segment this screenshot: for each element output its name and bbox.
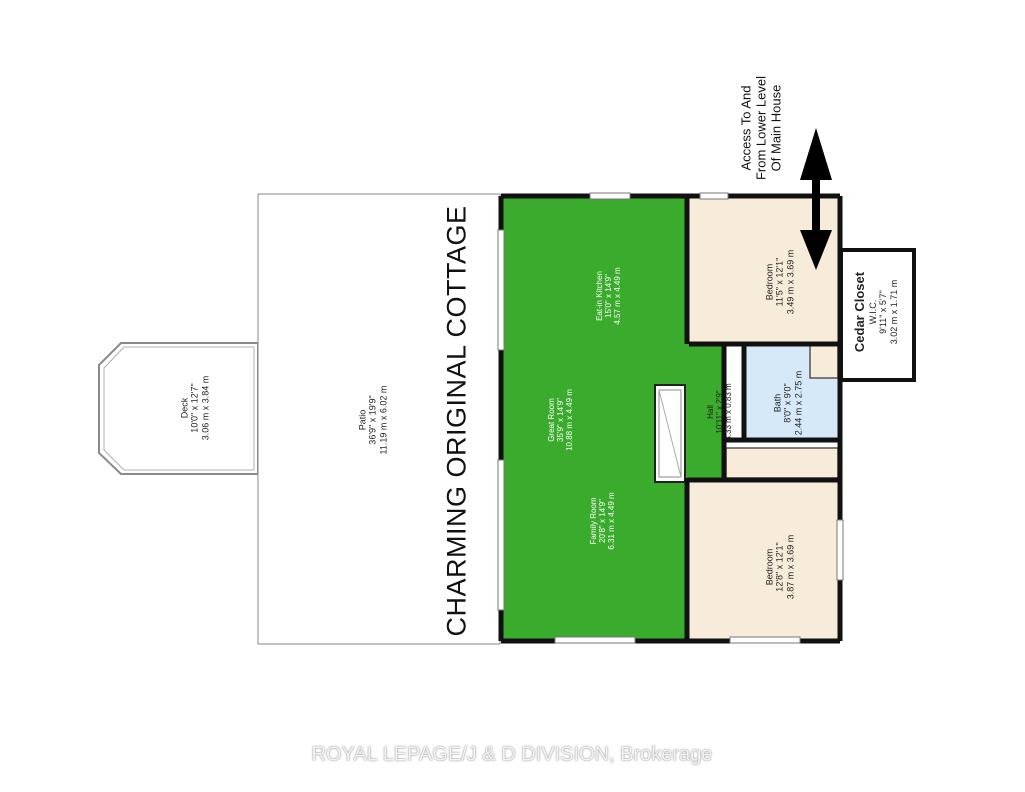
watermark-text: ROYAL LEPAGE/J & D DIVISION, Brokerage bbox=[311, 743, 713, 766]
access-note-line-2: From Lower Level bbox=[753, 75, 769, 181]
bedroom-top-name: Bedroom bbox=[764, 263, 775, 301]
deck-imperial: 10'0" x 12'7" bbox=[189, 383, 200, 433]
bath-imperial: 8'0" x 9'0" bbox=[782, 383, 793, 423]
deck-metric: 3.06 m x 3.84 m bbox=[200, 375, 211, 441]
bedroom-bottom-area bbox=[689, 482, 838, 639]
deck-label: Deck 10'0" x 12'7" 3.06 m x 3.84 m bbox=[179, 376, 210, 441]
access-note-line-3: Of Main House bbox=[768, 84, 784, 172]
access-note-line-1: Access To And bbox=[738, 85, 754, 171]
patio-metric: 11.19 m x 6.02 m bbox=[378, 385, 389, 455]
kitchen-metric: 4.57 m x 4.49 m bbox=[613, 267, 623, 325]
cottage-title-text: CHARMING ORIGINAL COTTAGE bbox=[441, 205, 472, 637]
deck-name: Deck bbox=[179, 397, 190, 419]
patio-name: Patio bbox=[357, 409, 368, 431]
bedroom-bottom-metric: 3.87 m x 3.69 m bbox=[785, 534, 796, 600]
cedar-closet-subname: W.I.C. bbox=[867, 299, 878, 325]
bedroom-bottom-name: Bedroom bbox=[764, 548, 775, 586]
bath-name: Bath bbox=[772, 393, 783, 413]
hall-label: Hall 10'11" x 2'9" 3.33 m x 0.83 m bbox=[706, 383, 734, 440]
bedroom-top-metric: 3.49 m x 3.69 m bbox=[785, 249, 796, 315]
family-room-metric: 6.31 m x 4.49 m bbox=[607, 492, 617, 550]
hall-metric: 3.33 m x 0.83 m bbox=[724, 383, 734, 441]
bedroom-top-label: Bedroom 11'5" x 12'1" 3.49 m x 3.69 m bbox=[764, 250, 795, 315]
patio-label: Patio 36'9" x 19'9" 11.19 m x 6.02 m bbox=[357, 386, 388, 455]
patio-outline bbox=[257, 193, 501, 645]
deck-inner-outline bbox=[103, 346, 255, 471]
cedar-closet-name: Cedar Closet bbox=[852, 271, 868, 353]
kitchen-label: Eat-in Kitchen 15'0" x 14'9" 4.57 m x 4.… bbox=[595, 267, 623, 324]
cedar-closet-area bbox=[839, 248, 916, 382]
bedroom-top-imperial: 11'5" x 12'1" bbox=[774, 257, 785, 307]
family-room-label: Family Room 20'8" x 14'9" 6.31 m x 4.49 … bbox=[589, 492, 617, 549]
access-arrow-icon bbox=[800, 128, 832, 270]
windows bbox=[497, 192, 844, 644]
cedar-closet-metric: 3.02 m x 1.71 m bbox=[888, 279, 899, 345]
hall-name: Hall bbox=[706, 405, 716, 419]
cedar-closet-label: Cedar Closet W.I.C. 9'11" x 5'7" 3.02 m … bbox=[852, 271, 899, 353]
great-room-name: Great Room bbox=[547, 398, 557, 442]
bath-label: Bath 8'0" x 9'0" 2.44 m x 2.75 m bbox=[772, 371, 803, 436]
cottage-title: CHARMING ORIGINAL COTTAGE bbox=[441, 205, 472, 636]
bath-metric: 2.44 m x 2.75 m bbox=[793, 370, 804, 436]
family-room-name: Family Room bbox=[589, 497, 599, 545]
great-room-imperial: 35'9" x 14'9" bbox=[556, 398, 566, 442]
cedar-closet-imperial: 9'11" x 5'7" bbox=[878, 290, 889, 334]
bedroom-bottom-imperial: 12'8" x 12'1" bbox=[774, 542, 785, 592]
hall-imperial: 10'11" x 2'9" bbox=[715, 390, 725, 434]
family-room-imperial: 20'8" x 14'9" bbox=[598, 499, 608, 543]
great-room-label: Great Room 35'9" x 14'9" 10.88 m x 4.49 … bbox=[547, 389, 575, 451]
kitchen-imperial: 15'0" x 14'9" bbox=[604, 274, 614, 318]
kitchen-name: Eat-in Kitchen bbox=[595, 271, 605, 321]
hall-area bbox=[687, 344, 723, 478]
great-room-metric: 10.88 m x 4.49 m bbox=[565, 389, 575, 451]
patio-imperial: 36'9" x 19'9" bbox=[367, 395, 378, 445]
bedroom-bottom-label: Bedroom 12'8" x 12'1" 3.87 m x 3.69 m bbox=[764, 535, 795, 600]
access-note: Access To And From Lower Level Of Main H… bbox=[738, 75, 785, 181]
